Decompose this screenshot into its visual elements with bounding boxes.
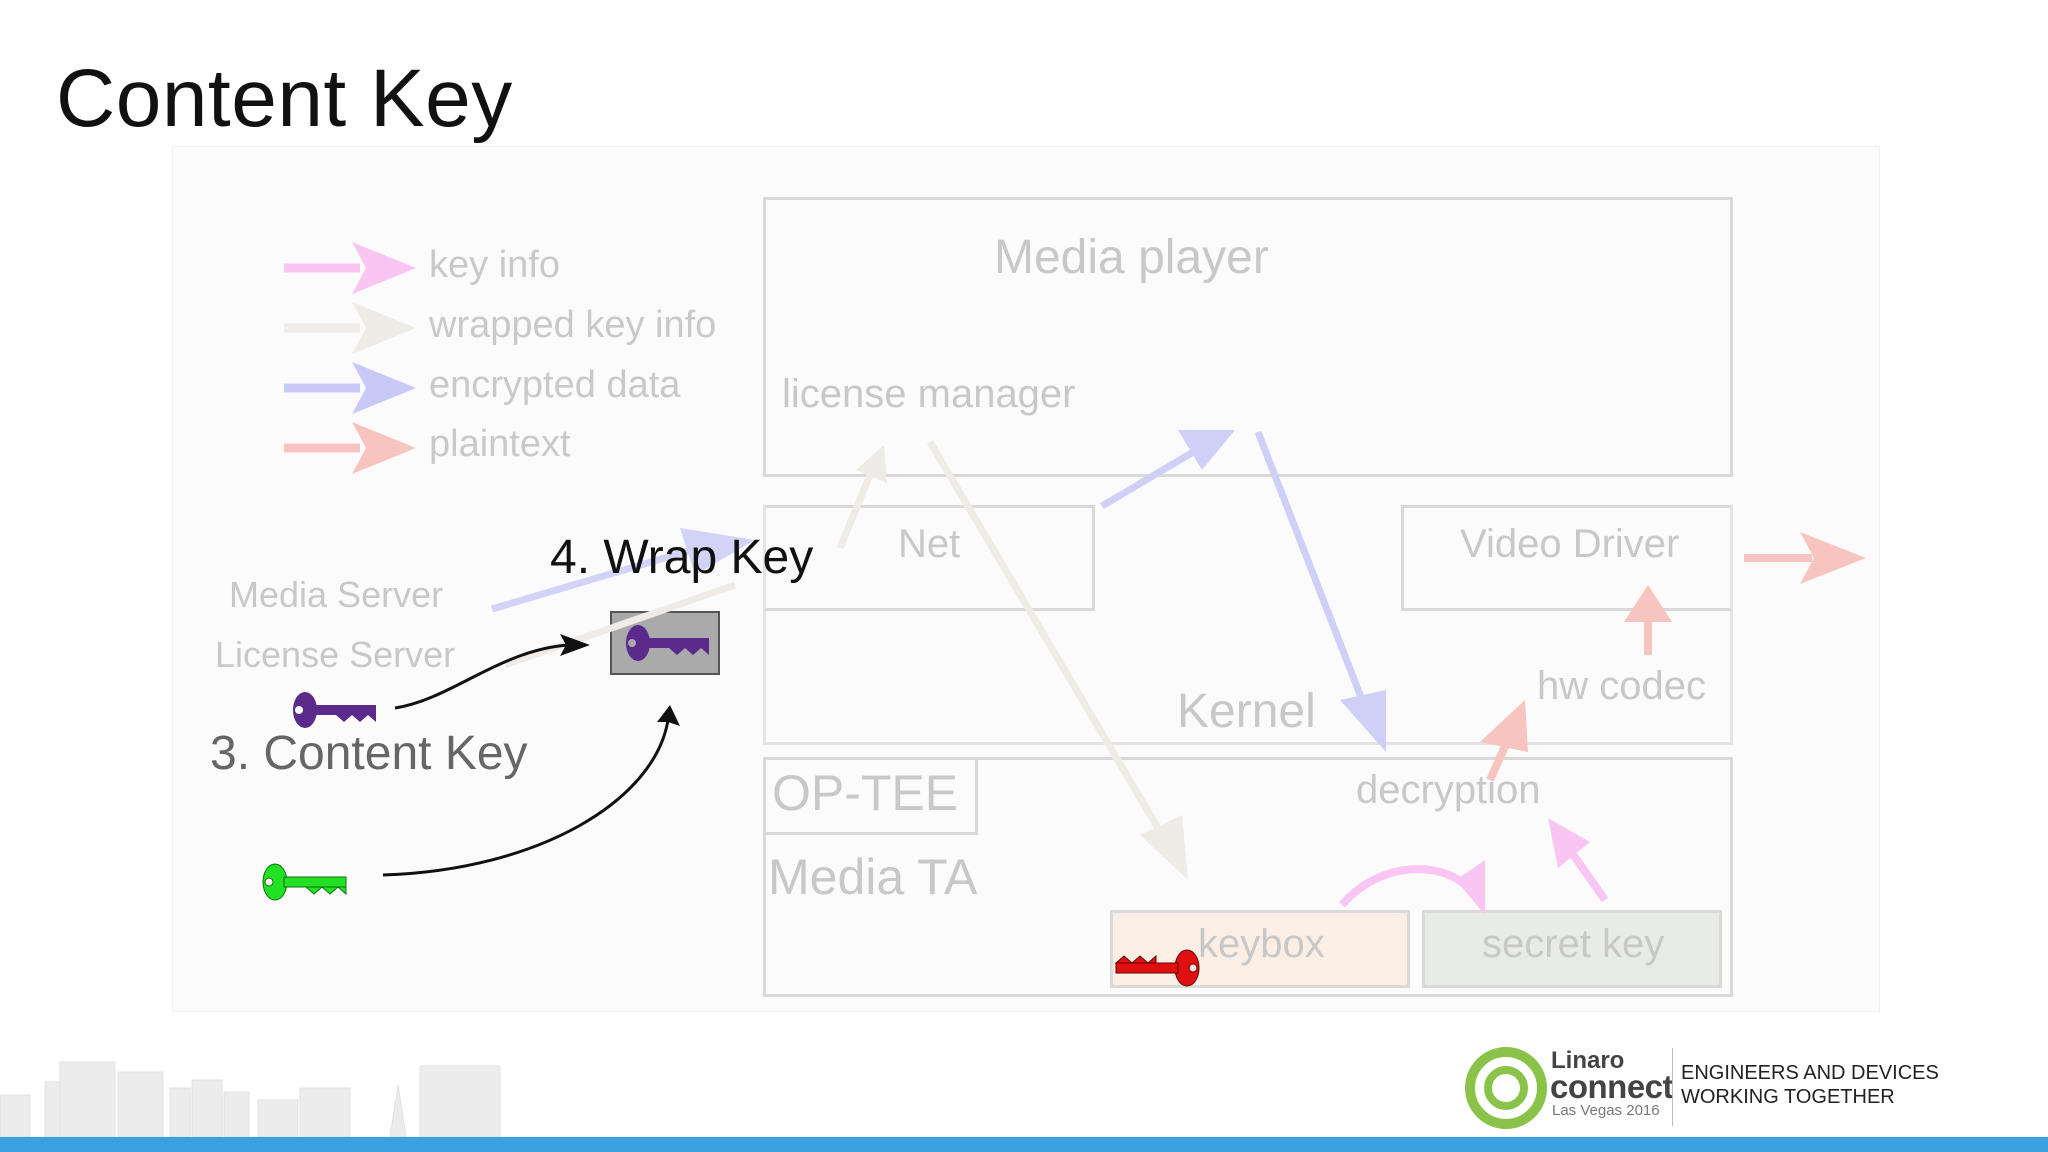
arrow-wrapped-server-to-net: [503, 581, 737, 669]
logo-divider: [1672, 1048, 1673, 1126]
skyline-decoration: [0, 1061, 501, 1138]
media-ta-label: Media TA: [768, 849, 978, 905]
legend-arrow-encrypted-data: [284, 362, 416, 414]
optee-box: [763, 757, 1733, 997]
media-player-label: Media player: [994, 231, 1269, 284]
kernel-box: [763, 505, 1733, 745]
linaro-logo-icon: [1465, 1047, 1547, 1129]
keybox-key-icon: [1114, 949, 1200, 987]
arrow-wrapped-net-to-licmgr: [836, 468, 876, 550]
arrow-encrypted-net-to-player: [1100, 444, 1202, 510]
secret-key-box: [1422, 910, 1722, 988]
step-content-key-label: 3. Content Key: [210, 727, 528, 780]
media-player-box: [763, 197, 1733, 477]
video-driver-label: Video Driver: [1460, 522, 1680, 566]
optee-label-box: [763, 757, 978, 835]
legend-arrow-plaintext: [284, 422, 416, 474]
wrapped-key-icon: [626, 625, 709, 661]
arrow-content-key-to-wrap: [394, 643, 569, 710]
arrow-wrapped-licmgr-to-keybox: [926, 440, 1169, 842]
kernel-label: Kernel: [1177, 685, 1316, 738]
step-wrap-key-label: 4. Wrap Key: [550, 531, 814, 584]
arrow-encrypted-player-to-decryption: [1254, 430, 1370, 712]
slide-title: Content Key: [56, 53, 513, 144]
legend-label-wrapped-key-info: wrapped key info: [429, 304, 717, 346]
optee-label: OP-TEE: [772, 765, 959, 821]
arrow-keyinfo-keybox-to-secretkey: [1338, 865, 1474, 908]
license-server-label: License Server: [215, 634, 456, 675]
arrow-keyinfo-secretkey-to-decryption: [1566, 847, 1609, 903]
keybox-label: keybox: [1198, 922, 1325, 966]
legend-label-plaintext: plaintext: [429, 423, 571, 465]
license-manager-label: license manager: [782, 372, 1076, 416]
logo-name: Linaro: [1551, 1047, 1625, 1074]
arrow-device-key-to-wrap: [382, 719, 670, 877]
keybox-box: [1110, 910, 1410, 988]
logo-event: Las Vegas 2016: [1552, 1102, 1660, 1119]
legend-label-key-info: key info: [429, 244, 560, 286]
logo-connect: connect: [1550, 1068, 1674, 1105]
hw-codec-label: hw codec: [1537, 664, 1706, 708]
legend-label-encrypted-data: encrypted data: [429, 364, 681, 406]
tagline-line-2: WORKING TOGETHER: [1681, 1086, 1895, 1108]
legend-arrow-wrapped-key-info: [284, 302, 416, 354]
device-key-icon: [262, 863, 347, 901]
footer-bar: [0, 1137, 2048, 1152]
secret-key-label: secret key: [1482, 922, 1665, 966]
tagline-line-1: ENGINEERS AND DEVICES: [1681, 1062, 1939, 1084]
legend-arrow-key-info: [284, 242, 416, 294]
media-server-label: Media Server: [229, 574, 444, 615]
decryption-label: decryption: [1356, 768, 1541, 812]
content-key-icon: [293, 692, 376, 728]
arrow-encrypted-server-to-net: [491, 542, 706, 613]
net-label: Net: [898, 522, 961, 566]
